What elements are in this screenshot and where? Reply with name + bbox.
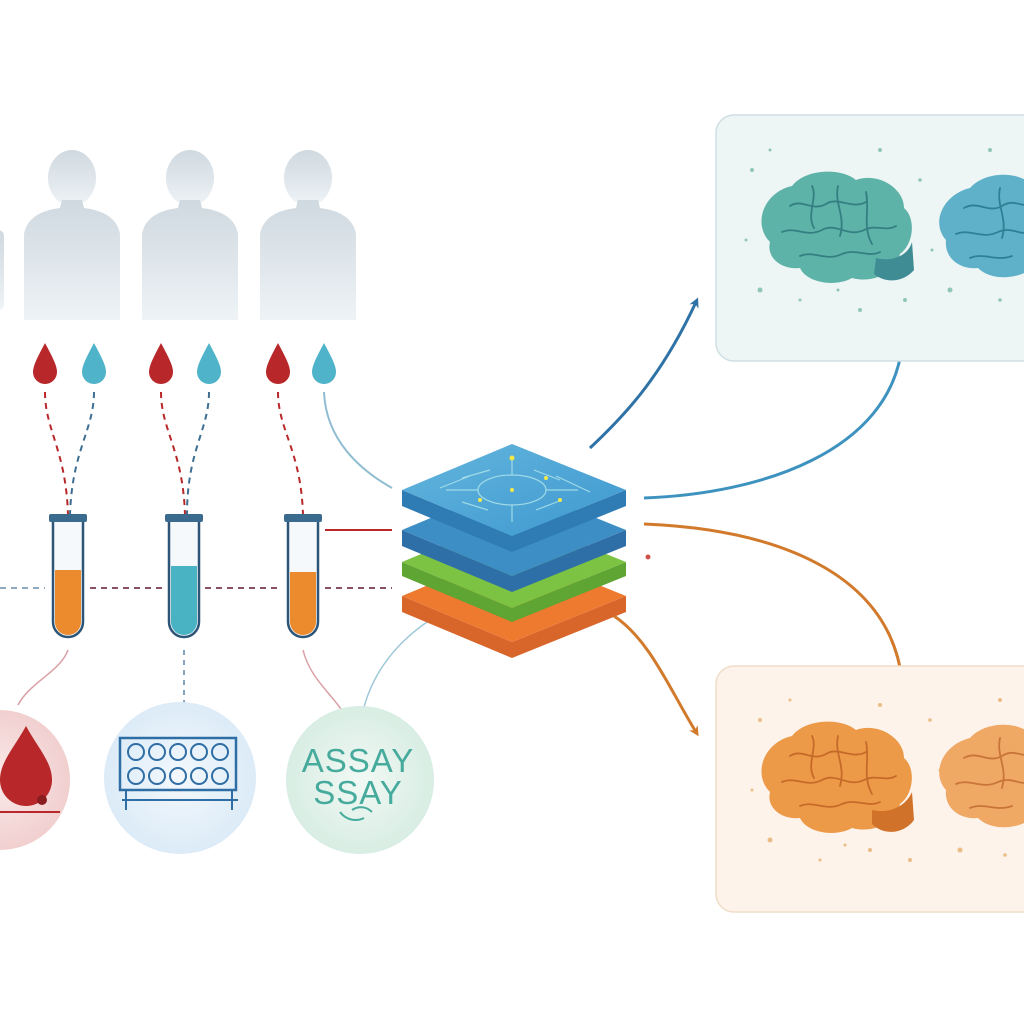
result-panel-orange <box>715 665 1024 913</box>
brain-icon-teal-1 <box>761 171 914 283</box>
brain-icon-orange-2 <box>939 724 1024 828</box>
plate-well <box>190 743 208 761</box>
test-tube-orange-3 <box>284 514 322 639</box>
person-icon-partial <box>0 230 4 310</box>
fluid-drop-icon-1 <box>82 343 106 384</box>
test-tube-orange-1 <box>49 514 87 639</box>
plate-well <box>190 767 208 785</box>
result-panel-blue <box>715 114 1024 362</box>
assay-icon: ASSAY SSAY <box>286 706 434 854</box>
test-tube-blue-2 <box>165 514 203 639</box>
plate-well <box>127 767 145 785</box>
blood-drop-icon-1 <box>33 343 57 384</box>
plate-well <box>148 743 166 761</box>
fluid-drop-icon-3 <box>312 343 336 384</box>
assay-label-line1: ASSAY <box>302 742 415 779</box>
person-icon-2 <box>142 150 238 320</box>
plate-well <box>211 767 229 785</box>
brain-icon-orange-1 <box>761 721 914 833</box>
circuit-pattern <box>439 458 591 522</box>
output-arrows <box>588 297 904 737</box>
fluid-drop-icon-2 <box>197 343 221 384</box>
assay-label-line2: SSAY <box>313 774 403 811</box>
plate-well <box>211 743 229 761</box>
plate-well <box>169 743 187 761</box>
person-icon-1 <box>24 150 120 320</box>
well-plate-icon <box>104 702 256 854</box>
person-icon-3 <box>260 150 356 320</box>
brain-icon-teal-2 <box>939 174 1024 278</box>
icon-connectors <box>17 619 431 716</box>
particles-orange <box>750 698 1007 862</box>
blood-drop-icon-2 <box>149 343 173 384</box>
blood-drop-icon <box>0 710 70 850</box>
layer-blue-top <box>402 444 626 552</box>
plate-well <box>169 767 187 785</box>
plate-well <box>127 743 145 761</box>
sample-connectors <box>0 391 393 589</box>
plate-well <box>148 767 166 785</box>
blood-drop-icon-3 <box>266 343 290 384</box>
data-integration-layers <box>402 444 626 658</box>
particles-blue <box>744 148 1002 312</box>
